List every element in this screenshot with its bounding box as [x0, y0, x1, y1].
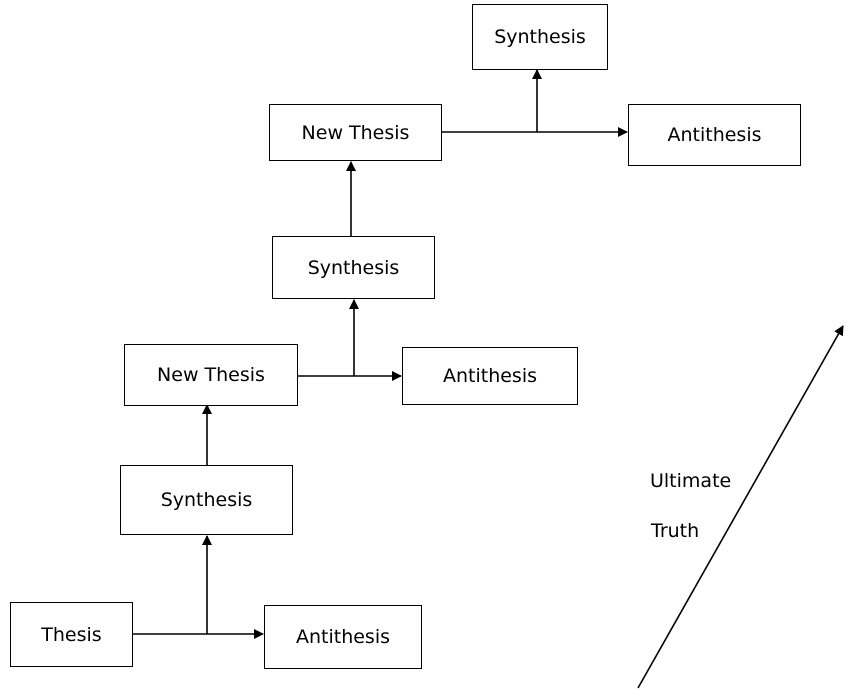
- new-thesis-box-1: New Thesis: [124, 344, 298, 406]
- synthesis-box-3: Synthesis: [472, 4, 608, 70]
- new-thesis-label-2: New Thesis: [301, 121, 410, 144]
- antithesis-box-1: Antithesis: [264, 605, 422, 669]
- antithesis-label-1: Antithesis: [295, 626, 391, 648]
- thesis-box: Thesis: [10, 602, 133, 667]
- ultimate-label: Ultimate: [650, 470, 732, 492]
- antithesis-box-3: Antithesis: [628, 104, 801, 166]
- antithesis-label-2: Antithesis: [442, 365, 538, 387]
- ultimate-truth-arrow: [637, 325, 844, 689]
- truth-label: Truth: [651, 520, 700, 542]
- synthesis-label-1: Synthesis: [160, 489, 253, 511]
- antithesis-box-2: Antithesis: [402, 347, 578, 405]
- synthesis-label-2: Synthesis: [307, 256, 400, 279]
- antithesis-label-3: Antithesis: [667, 124, 762, 146]
- thesis-label: Thesis: [41, 623, 102, 646]
- new-thesis-box-2: New Thesis: [269, 104, 442, 161]
- new-thesis-label-1: New Thesis: [157, 364, 265, 386]
- synthesis-box-2: Synthesis: [272, 236, 435, 299]
- synthesis-label-3: Synthesis: [494, 26, 586, 48]
- synthesis-box-1: Synthesis: [120, 465, 293, 535]
